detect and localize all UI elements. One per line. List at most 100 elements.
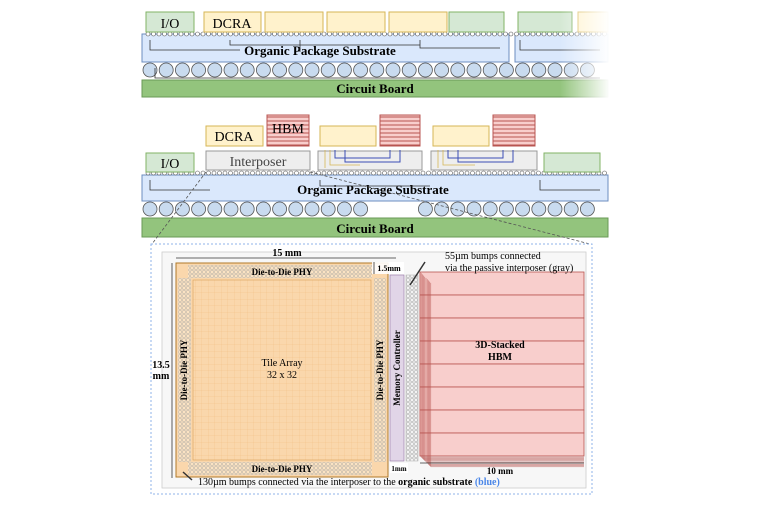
micro-bump bbox=[233, 170, 239, 176]
micro-bump bbox=[525, 31, 530, 37]
micro-bump bbox=[404, 31, 409, 37]
top-routing-lines bbox=[149, 40, 600, 52]
micro-bump bbox=[442, 31, 448, 37]
micro-bump bbox=[288, 170, 294, 176]
micro-bump bbox=[448, 170, 453, 176]
zoom-line-left bbox=[151, 171, 207, 245]
micro-bump bbox=[310, 31, 316, 37]
solder-ball bbox=[255, 62, 271, 78]
solder-ball bbox=[434, 201, 450, 217]
top-io-label: I/O bbox=[161, 17, 180, 32]
hbm-label-line1: 3D-Stacked bbox=[475, 340, 525, 351]
micro-bump bbox=[481, 170, 486, 176]
tile-array-size: 32 x 32 bbox=[267, 370, 297, 381]
micro-bump bbox=[508, 170, 514, 176]
micro-bump bbox=[492, 31, 497, 37]
solder-ball bbox=[498, 62, 514, 78]
micro-bump bbox=[437, 170, 442, 176]
micro-bump bbox=[393, 31, 398, 37]
micro-bump bbox=[145, 31, 151, 37]
micro-bump bbox=[206, 170, 211, 176]
top-io-chip-2 bbox=[448, 11, 505, 33]
mid-dcra-label: DCRA bbox=[215, 130, 255, 145]
mid-io-chip bbox=[145, 152, 195, 173]
micro-bump bbox=[536, 31, 541, 37]
solder-ball bbox=[482, 201, 498, 217]
micro-bump bbox=[178, 31, 184, 37]
micro-bump bbox=[376, 31, 382, 37]
detail-section: 15 mm 13.5 mm Tile Array 32 x 32 Die-to-… bbox=[150, 243, 593, 495]
mid-micro-bumps bbox=[145, 170, 607, 176]
solder-ball bbox=[580, 201, 595, 217]
middle-section: Circuit Board Organic Package Substrate … bbox=[141, 114, 609, 245]
memory-controller-label: Memory Controller bbox=[392, 330, 402, 406]
micro-bump bbox=[365, 170, 371, 176]
micro-bump bbox=[272, 31, 277, 37]
micro-bump bbox=[382, 31, 387, 37]
interposer-bump-column bbox=[405, 274, 419, 462]
dim-1mm-box bbox=[390, 463, 408, 473]
solder-ball bbox=[207, 62, 223, 78]
dim-15mm-label: 15 mm bbox=[272, 248, 302, 259]
micro-bump bbox=[173, 31, 178, 37]
micro-bump bbox=[519, 31, 525, 37]
solder-ball bbox=[353, 62, 369, 78]
top-substrate-label: Organic Package Substrate bbox=[244, 43, 396, 58]
mid-interposer-wiring bbox=[334, 150, 514, 163]
micro-bump bbox=[602, 170, 607, 176]
micro-bump bbox=[354, 170, 360, 176]
note-130um-suffix: (blue) bbox=[472, 477, 500, 488]
top-dcra-chip-4 bbox=[388, 11, 448, 33]
micro-bump bbox=[486, 31, 492, 37]
solder-ball bbox=[158, 62, 174, 78]
micro-bump bbox=[481, 31, 486, 37]
solder-ball bbox=[174, 201, 190, 217]
solder-ball bbox=[417, 62, 433, 78]
solder-ball bbox=[239, 201, 255, 217]
micro-bump bbox=[277, 31, 283, 37]
micro-bump bbox=[239, 170, 244, 176]
micro-bump bbox=[343, 31, 349, 37]
micro-bump bbox=[530, 170, 536, 176]
tile-array-title: Tile Array bbox=[261, 358, 302, 369]
micro-bump bbox=[327, 170, 332, 176]
micro-bump bbox=[211, 31, 217, 37]
solder-ball bbox=[142, 62, 158, 78]
note-130um: 130µm bumps connected via the interposer… bbox=[198, 477, 500, 488]
solder-ball bbox=[320, 201, 336, 217]
phy-right-label: Die-to-Die PHY bbox=[375, 339, 385, 400]
note-130um-prefix: 130µm bumps connected via the interposer… bbox=[198, 477, 398, 488]
micro-bump bbox=[376, 170, 382, 176]
micro-bump bbox=[404, 170, 409, 176]
solder-ball bbox=[515, 201, 530, 217]
micro-bump bbox=[354, 31, 360, 37]
phy-left-label: Die-to-Die PHY bbox=[179, 339, 189, 400]
micro-bump bbox=[475, 31, 481, 37]
solder-ball bbox=[531, 62, 547, 78]
solder-ball bbox=[191, 62, 207, 78]
note-130um-arrow bbox=[182, 471, 193, 481]
hbm-layer bbox=[419, 317, 585, 342]
micro-bump bbox=[382, 170, 387, 176]
micro-bump bbox=[299, 170, 305, 176]
micro-bump bbox=[371, 170, 376, 176]
micro-bump bbox=[492, 170, 497, 176]
solder-ball bbox=[239, 62, 255, 78]
micro-bump bbox=[217, 31, 222, 37]
top-section: Circuit Board Organic Package Substrate … bbox=[141, 8, 610, 100]
micro-bump bbox=[464, 170, 470, 176]
top-solder-balls bbox=[142, 62, 595, 78]
micro-bump bbox=[228, 31, 233, 37]
top-dcra-chip-3 bbox=[326, 11, 386, 33]
solder-ball bbox=[466, 62, 482, 78]
micro-bump bbox=[475, 170, 481, 176]
micro-bump bbox=[464, 31, 470, 37]
solder-ball bbox=[417, 201, 433, 217]
top-dcra-chip bbox=[203, 11, 262, 33]
mid-interposer-wiring-tan bbox=[324, 150, 475, 168]
micro-bump bbox=[349, 31, 354, 37]
micro-bump bbox=[470, 170, 475, 176]
top-io-chip bbox=[145, 11, 195, 33]
top-board-label: Circuit Board bbox=[336, 81, 414, 96]
micro-bump bbox=[360, 170, 365, 176]
